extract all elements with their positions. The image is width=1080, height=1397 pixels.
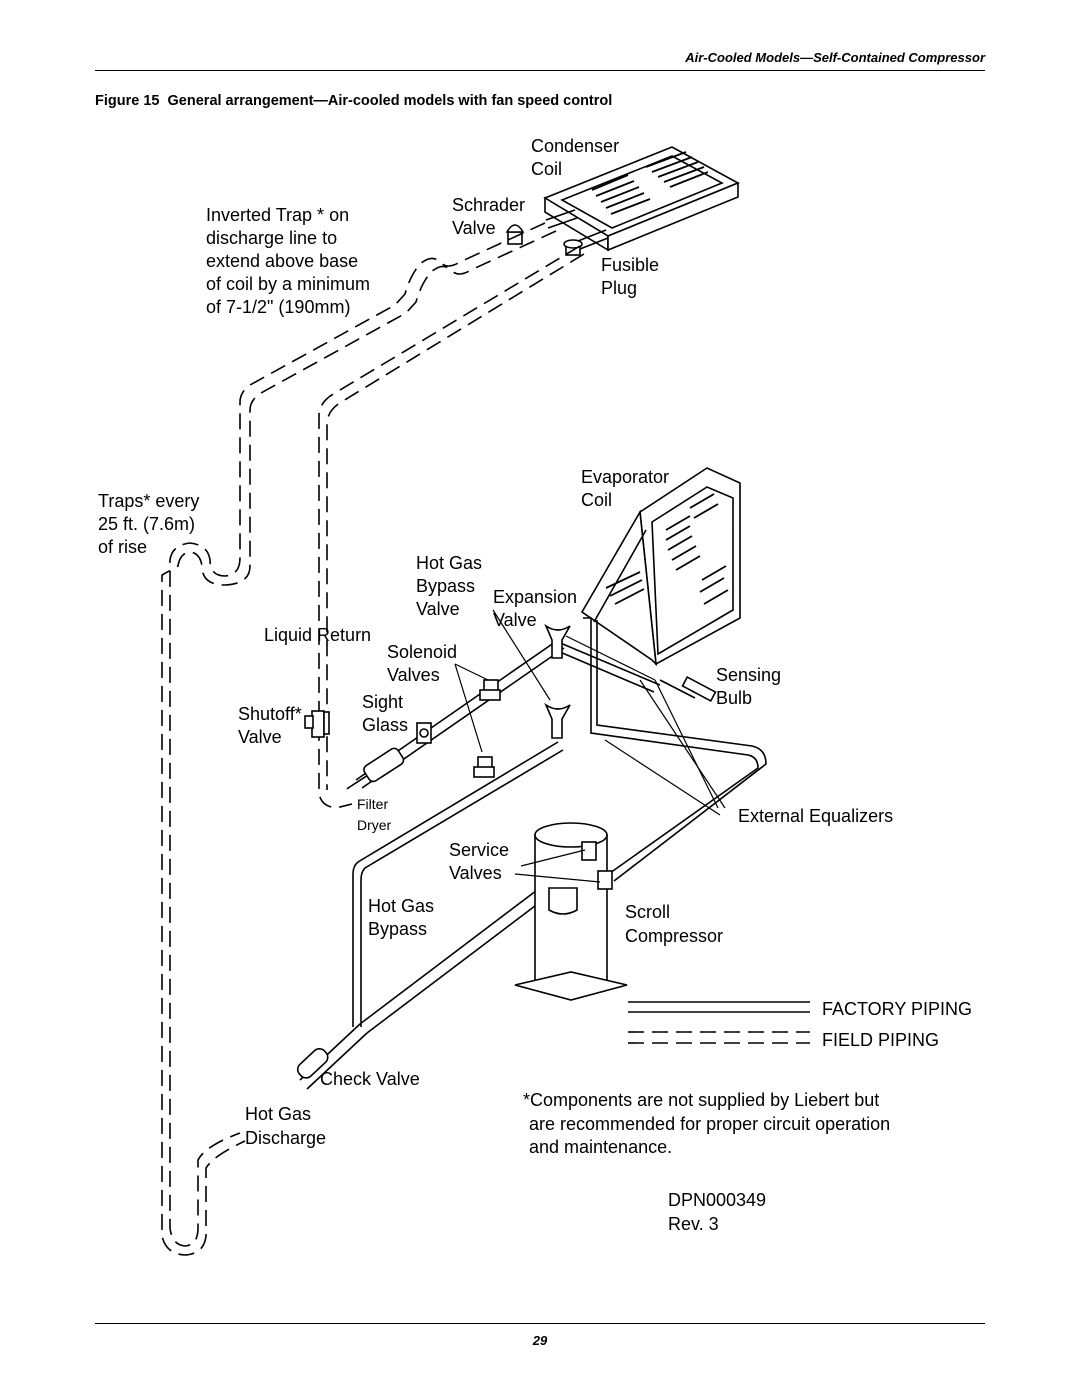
label-hot-gas: Hot Gas bbox=[245, 1104, 311, 1124]
condenser-connections bbox=[545, 209, 609, 250]
label-external-equalizers: External Equalizers bbox=[738, 806, 893, 826]
expansion-valve bbox=[544, 623, 571, 739]
legend-field-piping: FIELD PIPING bbox=[822, 1030, 939, 1050]
check-valve bbox=[296, 1047, 329, 1079]
doc-revision: Rev. 3 bbox=[668, 1214, 719, 1234]
label-shutoff-valve: Valve bbox=[238, 727, 282, 747]
evaporator-coil bbox=[580, 467, 741, 667]
leader-lines bbox=[454, 609, 551, 753]
running-header: Air-Cooled Models—Self-Contained Compres… bbox=[685, 50, 985, 65]
figure-number: Figure 15 bbox=[95, 93, 160, 109]
doc-number: DPN000349 bbox=[668, 1190, 766, 1210]
label-service: Service bbox=[449, 840, 509, 860]
service-valves bbox=[514, 841, 613, 890]
label-scroll-compressor: Compressor bbox=[625, 926, 723, 946]
label-inverted-trap-3: extend above base bbox=[206, 251, 358, 271]
label-check-valve: Check Valve bbox=[320, 1069, 420, 1089]
label-condenser-coil: Coil bbox=[531, 159, 562, 179]
factory-suction-line bbox=[583, 617, 767, 882]
page-number: 29 bbox=[532, 1333, 548, 1348]
label-solenoid-valves: Valves bbox=[387, 665, 440, 685]
label-traps-3: of rise bbox=[98, 537, 147, 557]
label-dryer: Dryer bbox=[357, 817, 392, 833]
label-sensing-bulb: Bulb bbox=[716, 688, 752, 708]
label-fusible: Fusible bbox=[601, 255, 659, 275]
label-evaporator: Evaporator bbox=[581, 467, 669, 487]
label-sight: Sight bbox=[362, 692, 403, 712]
legend-factory-piping: FACTORY PIPING bbox=[822, 999, 972, 1019]
label-schrader: Schrader bbox=[452, 195, 525, 215]
label-hgb-valve-3: Valve bbox=[416, 599, 460, 619]
label-fusible-plug: Plug bbox=[601, 278, 637, 298]
shutoff-valve bbox=[304, 710, 330, 738]
label-hot-gas-bypass-1: Hot Gas bbox=[368, 896, 434, 916]
label-solenoid: Solenoid bbox=[387, 642, 457, 662]
label-filter: Filter bbox=[357, 796, 388, 812]
bypass-valve-connections bbox=[557, 641, 661, 693]
label-hgb-valve-1: Hot Gas bbox=[416, 553, 482, 573]
external-equalizer-lines bbox=[565, 635, 726, 816]
label-shutoff: Shutoff* bbox=[238, 704, 302, 724]
label-discharge: Discharge bbox=[245, 1128, 326, 1148]
legend: FACTORY PIPING FIELD PIPING bbox=[628, 999, 972, 1050]
note-line-3: and maintenance. bbox=[529, 1137, 672, 1157]
sight-glass bbox=[416, 722, 432, 744]
scroll-compressor bbox=[514, 822, 628, 1001]
figure-caption: Figure 15 General arrangement—Air-cooled… bbox=[95, 93, 612, 109]
label-traps-2: 25 ft. (7.6m) bbox=[98, 514, 195, 534]
label-hgb-valve-2: Bypass bbox=[416, 576, 475, 596]
label-inverted-trap-4: of coil by a minimum bbox=[206, 274, 370, 294]
note-line-2: are recommended for proper circuit opera… bbox=[529, 1114, 890, 1134]
label-scroll: Scroll bbox=[625, 902, 670, 922]
label-inverted-trap-2: discharge line to bbox=[206, 228, 337, 248]
label-condenser: Condenser bbox=[531, 136, 619, 156]
filter-dryer bbox=[346, 747, 405, 790]
field-discharge-line bbox=[161, 222, 557, 1256]
label-service-valves: Valves bbox=[449, 863, 502, 883]
field-liquid-line bbox=[318, 245, 585, 809]
label-inverted-trap-1: Inverted Trap * on bbox=[206, 205, 349, 225]
label-expansion-valve: Valve bbox=[493, 610, 537, 630]
label-liquid-return: Liquid Return bbox=[264, 625, 371, 645]
label-inverted-trap-5: of 7-1/2" (190mm) bbox=[206, 297, 350, 317]
note-line-1: *Components are not supplied by Liebert … bbox=[523, 1090, 879, 1110]
footer-rule bbox=[95, 1323, 985, 1324]
label-sight-glass: Glass bbox=[362, 715, 408, 735]
header-rule bbox=[95, 70, 985, 71]
label-traps-1: Traps* every bbox=[98, 491, 199, 511]
labels: Condenser Coil Schrader Valve Fusible Pl… bbox=[98, 136, 893, 1234]
sensing-bulb bbox=[659, 675, 717, 703]
solenoid-valves bbox=[473, 679, 501, 778]
label-hot-gas-bypass-2: Bypass bbox=[368, 919, 427, 939]
label-expansion: Expansion bbox=[493, 587, 577, 607]
label-schrader-valve: Valve bbox=[452, 218, 496, 238]
fusible-plug bbox=[563, 239, 583, 256]
label-sensing: Sensing bbox=[716, 665, 781, 685]
label-evaporator-coil: Coil bbox=[581, 490, 612, 510]
figure-title: General arrangement—Air-cooled models wi… bbox=[167, 93, 613, 109]
condenser-coil bbox=[543, 146, 740, 252]
